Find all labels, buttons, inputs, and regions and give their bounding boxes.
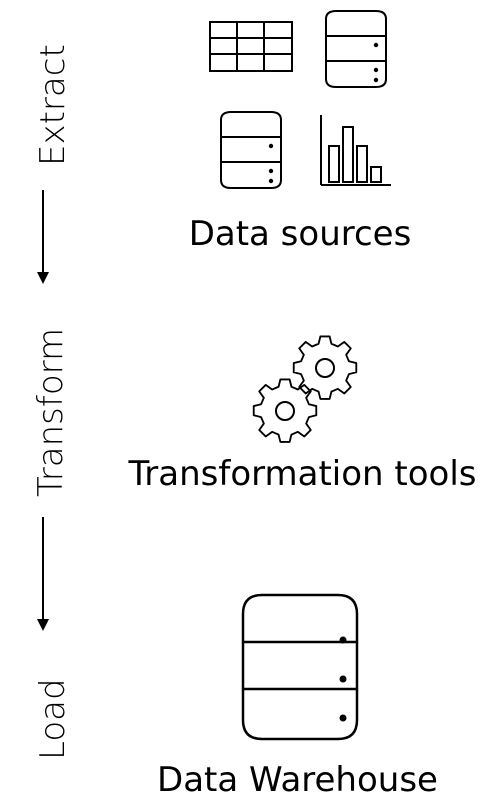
transformation-tools-label: Transformation tools [128,454,477,494]
data-warehouse-label: Data Warehouse [157,760,438,800]
arrow-extract-to-transform [37,190,49,284]
data-sources-label: Data sources [188,214,412,254]
gear-icon [252,378,318,443]
table-icon [209,21,293,72]
stage-label-load: Load [33,678,73,760]
bar-chart-icon [320,115,391,186]
database-icon [220,111,282,189]
gear-icon [292,335,358,400]
stage-label-transform: Transform [31,327,71,497]
arrow-transform-to-load [37,517,49,631]
stage-label-extract: Extract [33,44,73,166]
database-icon [325,10,387,88]
database-icon [241,593,359,741]
